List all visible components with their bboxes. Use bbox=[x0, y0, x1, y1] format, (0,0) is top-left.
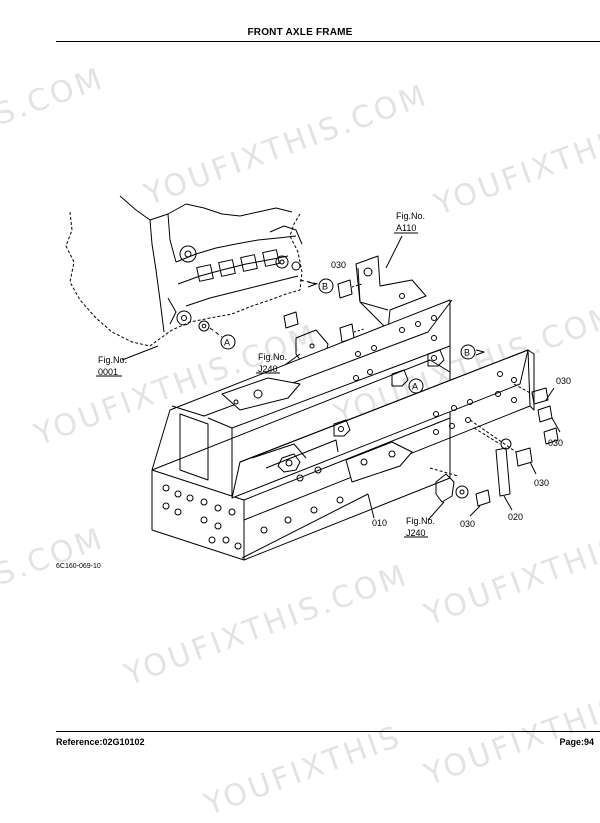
page-number: Page:94 bbox=[559, 737, 594, 747]
fig-j240-upper-label: Fig.No. bbox=[258, 352, 287, 362]
bolt-030 bbox=[475, 489, 491, 507]
fig-j240-lower-label: Fig.No. bbox=[406, 516, 435, 526]
marker-b: B bbox=[464, 348, 470, 358]
part-number-030: 030 bbox=[534, 478, 549, 488]
part-number-030: 030 bbox=[548, 438, 563, 448]
marker-a: A bbox=[412, 382, 418, 392]
fig-j240-lower-value: J240 bbox=[406, 528, 426, 538]
marker-b-circle bbox=[460, 344, 476, 360]
bolt-030 bbox=[337, 279, 363, 299]
bolt-030 bbox=[469, 419, 533, 467]
parts-diagram: Fig.No. A110 Fig.No. 0001 Fig.No. J240 F… bbox=[56, 195, 571, 570]
nut bbox=[427, 349, 445, 367]
bolt-030 bbox=[513, 383, 549, 405]
bolt-030 bbox=[537, 405, 553, 423]
nut bbox=[333, 419, 351, 437]
footer-rule bbox=[56, 731, 600, 732]
marker-b: B bbox=[322, 282, 328, 292]
drawing-code: 6C160-069-10 bbox=[56, 563, 101, 570]
header-rule bbox=[56, 41, 600, 42]
bolt-030 bbox=[283, 311, 299, 329]
engine-outline bbox=[65, 195, 303, 347]
marker-b-circle bbox=[318, 278, 334, 294]
fig-a110-label: Fig.No. bbox=[396, 211, 425, 221]
nut bbox=[277, 453, 301, 473]
part-number-030: 030 bbox=[556, 376, 571, 386]
reference-number: Reference:02G10102 bbox=[56, 737, 145, 747]
clamp-j240 bbox=[429, 467, 469, 503]
bolt-030 bbox=[543, 427, 559, 445]
part-number-030: 030 bbox=[331, 260, 346, 270]
part-number-010: 010 bbox=[372, 518, 387, 528]
nut bbox=[391, 369, 409, 387]
marker-a-circle bbox=[408, 378, 424, 394]
bracket-a110 bbox=[355, 255, 427, 331]
part-number-030: 030 bbox=[460, 519, 475, 529]
fig-j240-upper-value: J240 bbox=[258, 364, 278, 374]
marker-a: A bbox=[224, 338, 230, 348]
fig-a110-value: A110 bbox=[396, 223, 416, 233]
fig-0001-label: Fig.No. bbox=[98, 355, 127, 365]
strap-020 bbox=[473, 427, 512, 497]
part-number-020: 020 bbox=[508, 512, 523, 522]
fig-0001-value: 0001 bbox=[98, 367, 118, 377]
marker-a-circle bbox=[220, 334, 236, 350]
page-title: FRONT AXLE FRAME bbox=[247, 27, 353, 38]
frame-holes bbox=[162, 315, 517, 550]
